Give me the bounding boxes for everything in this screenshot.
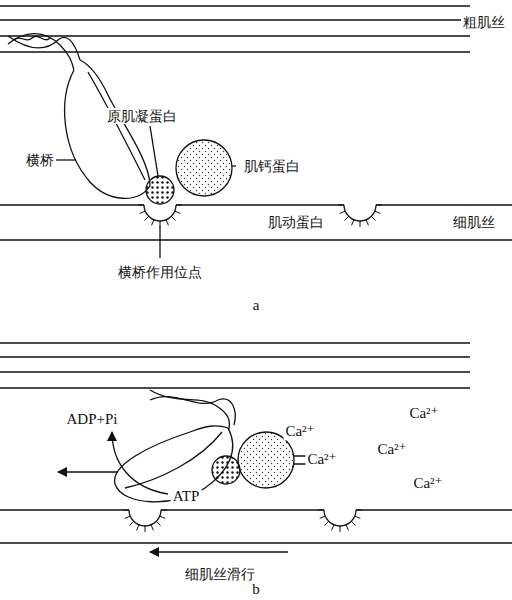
hatch-tick	[346, 525, 348, 531]
hatch-tick	[352, 220, 354, 226]
hatch-tick	[340, 526, 341, 532]
leader-line	[159, 226, 160, 258]
thin-filament	[0, 510, 512, 543]
hatch-tick	[166, 220, 168, 226]
hatch-tick	[355, 516, 361, 518]
chemical-label: ADP+Pi	[65, 411, 120, 428]
hatch-tick	[376, 205, 382, 206]
hatch-tick	[332, 525, 334, 531]
hatch-tick	[171, 216, 175, 220]
ion-label: Ca²⁺	[407, 405, 440, 422]
part-label: 粗肌丝	[461, 14, 507, 30]
binding-site	[344, 205, 376, 221]
panel-b	[0, 343, 512, 552]
hatch-tick	[318, 510, 324, 511]
hatch-tick	[360, 221, 361, 227]
part-label: 原肌凝蛋白	[105, 108, 179, 124]
part-label: 横桥	[24, 152, 56, 168]
hatch-tick	[151, 525, 153, 531]
cross-bridge-head	[65, 60, 150, 198]
hatch-tick	[129, 521, 133, 525]
tropomyosin	[146, 176, 174, 204]
binding-site	[129, 510, 161, 526]
thick-filament	[0, 343, 470, 388]
hatch-tick	[125, 516, 131, 518]
hatch-tick	[140, 211, 146, 213]
hatch-tick	[366, 220, 368, 226]
hatch-tick	[320, 516, 326, 518]
panel-letter: b	[250, 581, 262, 598]
hatch-tick	[324, 521, 328, 525]
binding-site-hatching	[138, 205, 382, 227]
hatch-tick	[371, 216, 375, 220]
atp-hydrolysis-arrow	[112, 432, 168, 494]
part-label: 肌动蛋白	[266, 214, 326, 230]
leader-line	[150, 126, 158, 176]
binding-site-hatching	[123, 510, 362, 532]
hatch-tick	[123, 510, 129, 511]
panel-a	[0, 6, 512, 258]
hatch-tick	[375, 211, 381, 213]
part-label: 横桥作用位点	[116, 264, 204, 280]
hatch-tick	[138, 205, 144, 206]
hatch-tick	[160, 516, 166, 518]
movement-arrow	[58, 471, 118, 472]
part-label: 肌钙蛋白	[242, 158, 302, 174]
cross-bridge-head	[125, 432, 222, 488]
hatch-tick	[145, 526, 146, 532]
binding-site	[324, 510, 356, 526]
thick-filament	[0, 6, 470, 52]
binding-site	[144, 205, 176, 221]
sliding-arrow	[150, 551, 288, 552]
cross-bridge-neck	[150, 397, 235, 425]
leader-line	[232, 165, 236, 166]
tropomyosin	[212, 456, 240, 484]
ion-label: Ca²⁺	[283, 423, 316, 440]
panel-letter: a	[251, 297, 262, 314]
ion-label: Ca²⁺	[375, 441, 408, 458]
hatch-tick	[356, 510, 362, 511]
hatch-tick	[175, 211, 181, 213]
leader-line	[56, 159, 76, 160]
hatch-tick	[340, 211, 346, 213]
thin-filament	[0, 205, 512, 240]
hatch-tick	[137, 525, 139, 531]
hatch-tick	[176, 205, 182, 206]
cross-bridge-neck	[8, 34, 74, 70]
troponin	[176, 140, 232, 196]
hatch-tick	[144, 216, 148, 220]
cross-bridge-neck	[14, 36, 50, 40]
part-label: 细肌丝滑行	[183, 566, 257, 582]
hatch-tick	[338, 205, 344, 206]
part-label: 细肌丝	[451, 214, 497, 230]
hatch-tick	[344, 216, 348, 220]
hatch-tick	[152, 220, 154, 226]
hatch-tick	[351, 521, 355, 525]
cross-bridge-head	[88, 72, 145, 180]
troponin-bond	[294, 456, 306, 464]
hatch-tick	[156, 521, 160, 525]
cross-bridge-neck	[8, 36, 80, 60]
chemical-label: ATP	[171, 488, 202, 505]
ion-label: Ca²⁺	[305, 451, 338, 468]
ion-label: Ca²⁺	[411, 475, 444, 492]
hatch-tick	[161, 510, 167, 511]
